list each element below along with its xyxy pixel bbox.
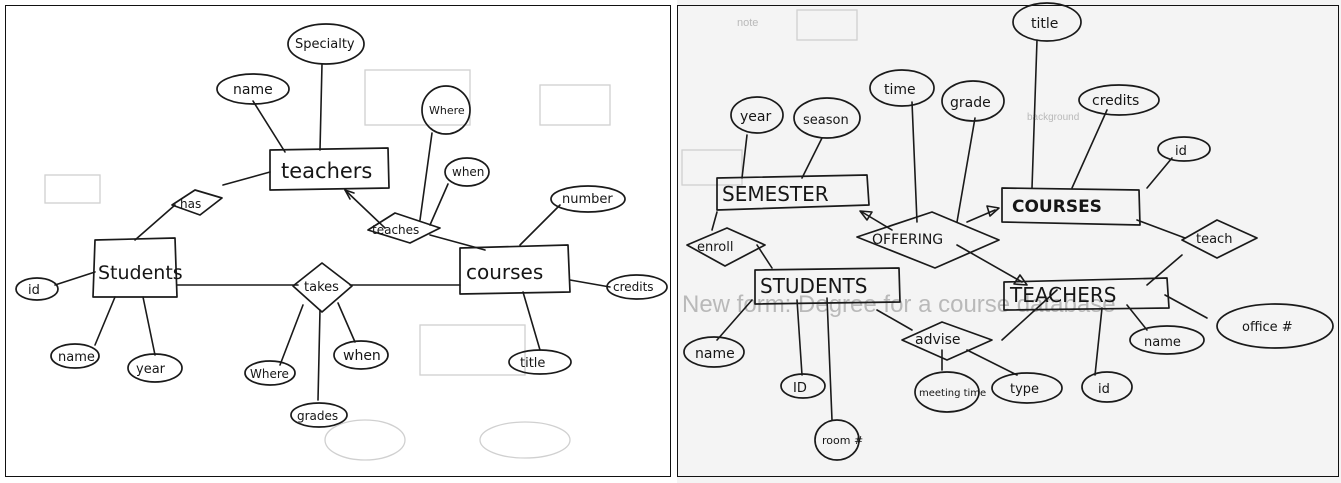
svg-text:name: name bbox=[695, 346, 735, 362]
entity-students: STUDENTS bbox=[754, 267, 901, 305]
attribute-specialty: Specialty bbox=[287, 23, 365, 65]
svg-text:note: note bbox=[737, 17, 758, 29]
svg-text:id: id bbox=[1098, 382, 1110, 397]
svg-text:COURSES: COURSES bbox=[1012, 197, 1102, 217]
attribute-where-takes: Where bbox=[244, 360, 296, 386]
svg-text:number: number bbox=[562, 192, 613, 207]
attribute-student-name: name bbox=[683, 336, 745, 368]
left-faint-background bbox=[44, 69, 611, 461]
svg-text:Where: Where bbox=[429, 104, 465, 117]
left-connectors bbox=[54, 63, 611, 401]
entity-courses: COURSES bbox=[1001, 187, 1141, 226]
svg-text:year: year bbox=[740, 109, 771, 125]
svg-text:advise: advise bbox=[915, 332, 961, 348]
attribute-teacher-name: name bbox=[1129, 325, 1205, 355]
svg-text:name: name bbox=[58, 350, 95, 365]
attribute-time: time bbox=[869, 69, 935, 107]
left-er-diagram: teachers Students courses has teaches ta… bbox=[15, 23, 668, 461]
svg-text:Where: Where bbox=[250, 367, 289, 381]
relationship-teaches: teaches bbox=[367, 212, 441, 244]
svg-text:credits: credits bbox=[613, 280, 654, 294]
attribute-credits: credits bbox=[606, 274, 668, 300]
right-er-diagram: New form: Degree for a course database n… bbox=[681, 2, 1334, 461]
relationship-has: has bbox=[171, 189, 223, 216]
svg-text:TEACHERS: TEACHERS bbox=[1009, 283, 1116, 307]
svg-text:when: when bbox=[452, 165, 484, 179]
svg-text:name: name bbox=[1144, 335, 1181, 350]
attribute-course-id: id bbox=[1157, 136, 1211, 162]
svg-text:meeting time: meeting time bbox=[919, 388, 986, 399]
svg-text:time: time bbox=[884, 82, 916, 98]
attribute-number: number bbox=[550, 185, 626, 213]
attribute-teacher-name: name bbox=[216, 73, 290, 105]
entity-courses: courses bbox=[459, 244, 571, 295]
left-er-diagram-panel: teachers Students courses has teaches ta… bbox=[5, 5, 671, 477]
attribute-grade: grade bbox=[941, 80, 1005, 122]
svg-text:credits: credits bbox=[1092, 93, 1139, 109]
svg-text:Specialty: Specialty bbox=[295, 37, 355, 52]
attribute-when-teaches: when bbox=[444, 157, 490, 187]
svg-text:year: year bbox=[136, 362, 166, 377]
svg-text:teaches: teaches bbox=[372, 223, 419, 237]
svg-text:title: title bbox=[520, 356, 545, 371]
svg-text:background: background bbox=[1027, 112, 1079, 123]
svg-text:type: type bbox=[1010, 382, 1039, 397]
attribute-title: title bbox=[508, 349, 572, 375]
attribute-student-name: name bbox=[50, 343, 100, 369]
svg-text:room #: room # bbox=[822, 434, 863, 447]
right-er-diagram-panel: New form: Degree for a course database n… bbox=[677, 0, 1341, 483]
attribute-where-teaches: Where bbox=[421, 85, 471, 135]
svg-text:ID: ID bbox=[793, 381, 807, 396]
entity-students: Students bbox=[92, 237, 183, 298]
svg-text:teach: teach bbox=[1196, 232, 1232, 247]
attribute-year: year bbox=[127, 353, 183, 383]
svg-text:OFFERING: OFFERING bbox=[872, 232, 943, 248]
svg-text:teachers: teachers bbox=[281, 159, 372, 183]
attribute-meeting-time: meeting time bbox=[914, 371, 986, 413]
attribute-type: type bbox=[991, 372, 1063, 404]
attribute-teacher-id: id bbox=[1081, 371, 1133, 403]
relationship-enroll: enroll bbox=[686, 227, 766, 267]
attribute-office: office # bbox=[1216, 303, 1334, 349]
svg-text:enroll: enroll bbox=[697, 240, 733, 255]
svg-text:grades: grades bbox=[297, 409, 338, 423]
svg-text:STUDENTS: STUDENTS bbox=[760, 274, 867, 298]
attribute-season: season bbox=[793, 97, 861, 139]
svg-text:courses: courses bbox=[466, 260, 543, 284]
relationship-offering: OFFERING bbox=[856, 211, 1000, 269]
svg-text:Students: Students bbox=[98, 262, 183, 284]
relationship-advise: advise bbox=[901, 321, 993, 361]
svg-text:id: id bbox=[1175, 144, 1187, 159]
right-connectors bbox=[711, 39, 1208, 421]
svg-text:when: when bbox=[343, 348, 381, 364]
attribute-id-student: id bbox=[15, 277, 59, 301]
svg-text:name: name bbox=[233, 82, 273, 98]
entity-teachers: teachers bbox=[269, 147, 390, 191]
attribute-student-id: ID bbox=[780, 373, 826, 399]
svg-text:takes: takes bbox=[304, 280, 339, 295]
entity-teachers: TEACHERS bbox=[1003, 277, 1170, 311]
attribute-title: title bbox=[1012, 2, 1082, 42]
svg-text:title: title bbox=[1031, 16, 1058, 32]
relationship-teach: teach bbox=[1181, 219, 1258, 259]
entity-semester: SEMESTER bbox=[716, 174, 870, 211]
svg-text:season: season bbox=[803, 113, 849, 128]
relationship-takes: takes bbox=[292, 262, 353, 313]
svg-text:SEMESTER: SEMESTER bbox=[722, 182, 829, 206]
attribute-credits: credits bbox=[1078, 84, 1160, 116]
svg-text:id: id bbox=[28, 283, 40, 298]
svg-text:grade: grade bbox=[950, 95, 991, 111]
attribute-grades: grades bbox=[290, 402, 348, 428]
attribute-room: room # bbox=[814, 419, 863, 461]
attribute-when-takes: when bbox=[333, 340, 389, 370]
svg-text:has: has bbox=[180, 197, 201, 211]
attribute-year: year bbox=[730, 96, 784, 134]
svg-text:office #: office # bbox=[1242, 320, 1293, 335]
